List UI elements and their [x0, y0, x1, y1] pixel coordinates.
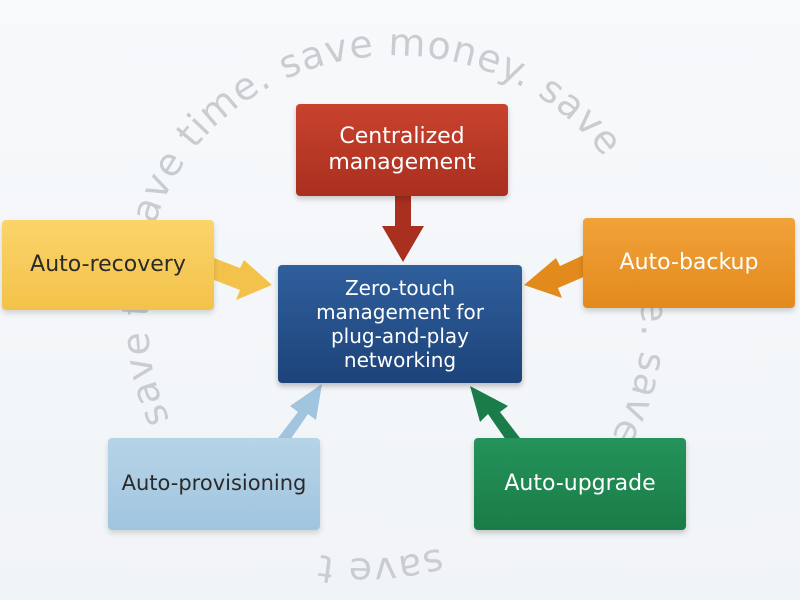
- centralized-label-line1: Centralized: [339, 123, 465, 149]
- auto-upgrade-label: Auto-upgrade: [504, 470, 656, 496]
- auto-backup-label: Auto-backup: [619, 249, 759, 275]
- arrow-backup: [524, 254, 586, 298]
- center-label-line2: management for: [316, 300, 484, 324]
- center-label-line1: Zero-touch: [344, 276, 456, 300]
- arrow-recovery: [214, 258, 272, 300]
- center-label-line4: networking: [343, 348, 457, 372]
- centralized-label-line2: management: [328, 150, 476, 175]
- centralized-management-box: Centralized management: [296, 104, 508, 196]
- center-label-line3: plug-and-play: [330, 324, 470, 348]
- arrow-upgrade: [470, 386, 520, 440]
- auto-recovery-box: Auto-recovery: [2, 220, 214, 310]
- auto-backup-box: Auto-backup: [583, 218, 795, 308]
- auto-upgrade-box: Auto-upgrade: [474, 438, 686, 530]
- auto-recovery-label: Auto-recovery: [30, 251, 186, 277]
- arrow-centralized: [382, 196, 424, 262]
- arrow-provisioning: [278, 384, 322, 440]
- zero-touch-center-box: Zero-touch management for plug-and-play …: [278, 265, 522, 383]
- auto-provisioning-box: Auto-provisioning: [108, 438, 320, 530]
- auto-provisioning-label: Auto-provisioning: [121, 471, 307, 496]
